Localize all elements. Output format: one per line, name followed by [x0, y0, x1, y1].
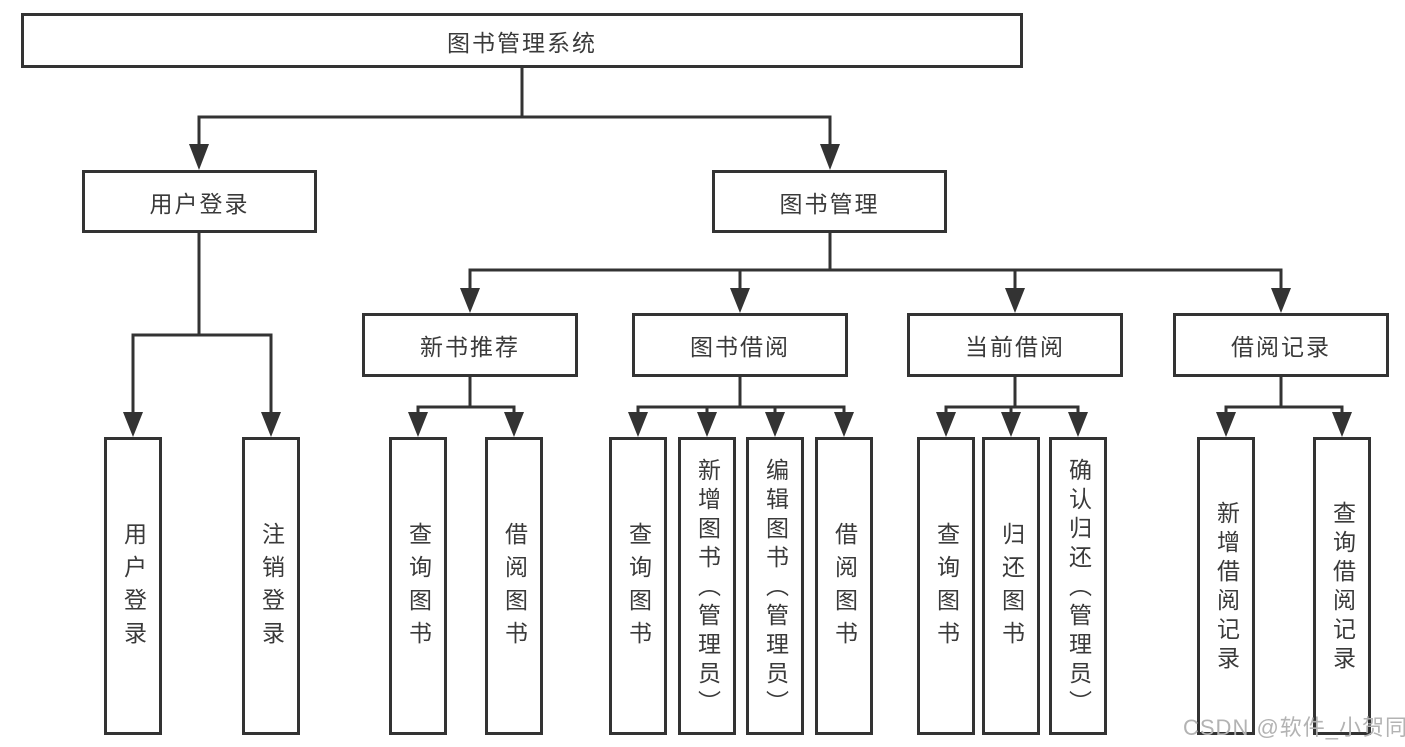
connector-line-book-mgmt	[468, 233, 1283, 291]
connector-line-new-books	[416, 377, 516, 415]
node-leaf-edit-books-admin: 编辑图书（管理员）	[746, 437, 804, 735]
connector-line-borrow-records	[1224, 377, 1344, 415]
connector-line-user-login	[131, 233, 273, 415]
node-leaf-add-books-admin: 新增图书（管理员）	[678, 437, 736, 735]
arrow-head	[1216, 412, 1236, 437]
node-book-borrow: 图书借阅	[632, 313, 848, 377]
connector-line-current-borrow	[944, 377, 1080, 415]
arrow-head	[460, 288, 480, 313]
arrow-head	[261, 412, 281, 437]
arrow-head	[189, 144, 209, 170]
node-leaf-user-login: 用户登录	[104, 437, 162, 735]
arrow-head	[697, 412, 717, 437]
arrow-head	[834, 412, 854, 437]
arrow-head	[1332, 412, 1352, 437]
node-leaf-borrow-books-borrow: 借阅图书	[815, 437, 873, 735]
arrow-head	[765, 412, 785, 437]
node-book-management: 图书管理	[712, 170, 947, 233]
node-leaf-query-books-newbooks: 查询图书	[389, 437, 447, 735]
csdn-watermark: CSDN @软件_小贺同学	[1183, 715, 1405, 740]
node-leaf-return-books: 归还图书	[982, 437, 1040, 735]
node-leaf-query-books-borrow: 查询图书	[609, 437, 667, 735]
node-current-borrow: 当前借阅	[907, 313, 1123, 377]
connector-line-root	[197, 68, 832, 148]
node-leaf-borrow-books-newbooks: 借阅图书	[485, 437, 543, 735]
node-leaf-query-borrow-record: 查询借阅记录	[1313, 437, 1371, 735]
node-leaf-confirm-return-admin: 确认归还（管理员）	[1049, 437, 1107, 735]
arrow-head	[408, 412, 428, 437]
node-leaf-query-books-current: 查询图书	[917, 437, 975, 735]
node-root-library-system: 图书管理系统	[21, 13, 1023, 68]
arrow-head	[820, 144, 840, 170]
arrow-head	[1068, 412, 1088, 437]
arrow-head	[730, 288, 750, 313]
node-borrow-records: 借阅记录	[1173, 313, 1389, 377]
node-leaf-add-borrow-record: 新增借阅记录	[1197, 437, 1255, 735]
arrow-head	[936, 412, 956, 437]
arrow-head	[628, 412, 648, 437]
arrow-head	[1271, 288, 1291, 313]
arrow-head	[1005, 288, 1025, 313]
connector-line-book-borrow	[636, 377, 846, 415]
arrow-head	[123, 412, 143, 437]
arrow-head	[1001, 412, 1021, 437]
node-leaf-logout: 注销登录	[242, 437, 300, 735]
node-new-book-recommend: 新书推荐	[362, 313, 578, 377]
node-user-login: 用户登录	[82, 170, 317, 233]
arrow-head	[504, 412, 524, 437]
